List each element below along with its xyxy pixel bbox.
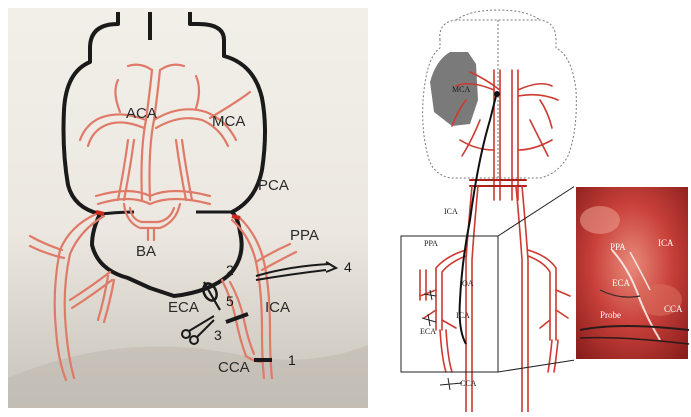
label-oa: OA — [462, 279, 474, 288]
label-ica-upper: ICA — [444, 207, 458, 216]
label-cca: CCA — [218, 359, 250, 376]
filament-path — [460, 96, 496, 344]
clamp-mark-2 — [422, 314, 436, 326]
inset-label-probe: Probe — [600, 310, 621, 320]
label-mca: MCA — [212, 113, 245, 130]
label-mca-right: MCA — [452, 85, 470, 94]
label-ppa: PPA — [290, 227, 319, 244]
label-eca: ECA — [168, 299, 199, 316]
inset-label-ica: ICA — [658, 238, 674, 248]
step-number-3: 3 — [214, 327, 222, 343]
inset-label-cca: CCA — [664, 304, 683, 314]
label-ica-lower: ICA — [456, 311, 470, 320]
right-vessels — [420, 70, 570, 412]
inset-label-ppa: PPA — [610, 242, 626, 252]
step-number-2: 2 — [226, 262, 234, 278]
left-panel: ACA MCA PCA BA PPA ECA ICA CCA 2 5 3 1 4 — [8, 8, 368, 408]
label-eca-right: ECA — [420, 327, 436, 336]
filament-tip — [494, 91, 500, 97]
label-ba: BA — [136, 243, 156, 260]
clamp-mark-3 — [440, 378, 462, 390]
step-number-5: 5 — [226, 293, 234, 309]
zoom-connector-lines — [498, 186, 575, 372]
label-cca-right: CCA — [460, 379, 477, 388]
step-number-4: 4 — [344, 259, 352, 275]
label-ppa-right: PPA — [424, 239, 438, 248]
olfactory-outline — [456, 10, 540, 20]
label-ica: ICA — [265, 299, 290, 316]
step-number-1: 1 — [288, 352, 296, 368]
inset-label-eca: ECA — [612, 278, 631, 288]
label-aca: ACA — [126, 105, 157, 122]
right-panel: MCA ICA PPA OA ICA ECA CCA PPA ICA ECA C… — [401, 10, 689, 412]
label-pca: PCA — [258, 177, 289, 194]
surgical-photo-inset: PPA ICA ECA CCA Probe — [575, 186, 689, 360]
